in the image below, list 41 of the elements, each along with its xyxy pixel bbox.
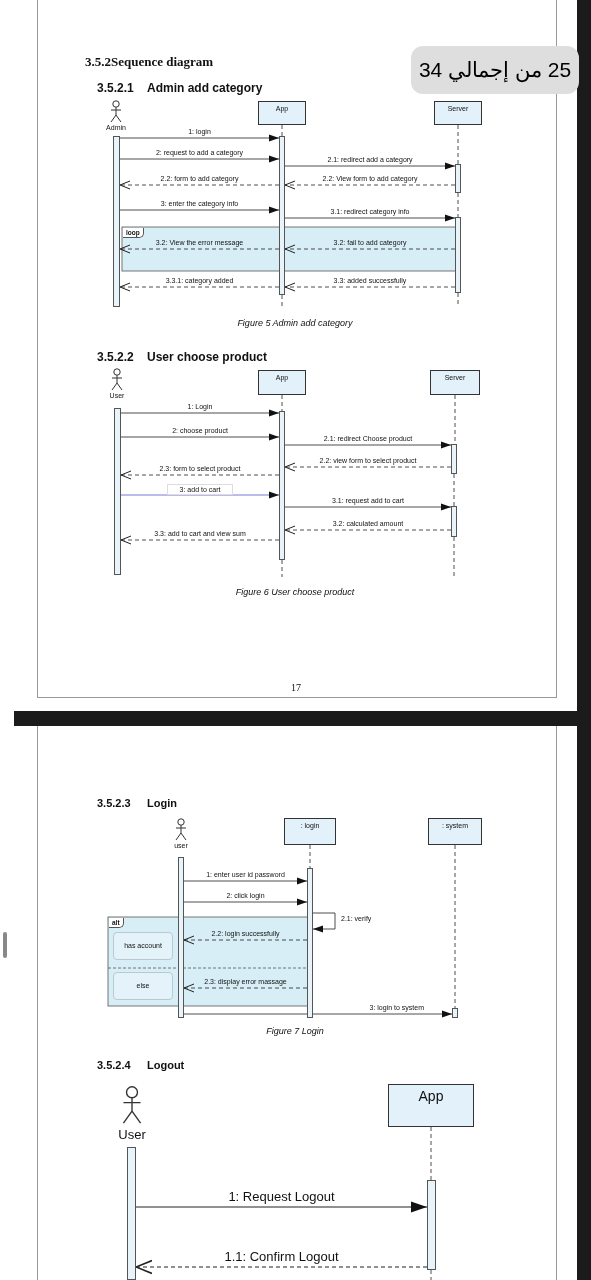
activation-bar xyxy=(178,857,184,1018)
lifeline xyxy=(309,844,311,869)
lifeline xyxy=(281,394,283,412)
lifeline xyxy=(281,124,283,137)
activation-bar xyxy=(114,408,121,575)
lifeline-box: App xyxy=(388,1084,474,1127)
figure-caption: Figure 5 Admin add category xyxy=(236,317,354,330)
page-counter-badge: 25 من إجمالي 34 xyxy=(411,46,579,94)
activation-bar xyxy=(127,1147,136,1280)
lifeline xyxy=(457,192,459,218)
figure-caption: Figure 6 User choose product xyxy=(234,586,356,599)
activation-bar xyxy=(113,136,120,307)
lifeline xyxy=(454,844,456,1009)
section-heading: Admin add category xyxy=(147,80,263,97)
section-heading: Logout xyxy=(147,1058,185,1073)
activation-bar xyxy=(451,506,457,537)
section-number: 3.5.2.3 xyxy=(97,796,131,811)
activation-bar xyxy=(455,217,461,293)
figure-caption: Figure 7 Login xyxy=(265,1025,325,1038)
section-number: 3.5.2.4 xyxy=(97,1058,131,1073)
page-number: 17 xyxy=(290,681,302,695)
message-arrow xyxy=(135,1259,428,1275)
section-number: 3.5.2.1 xyxy=(97,80,134,97)
activation-bar xyxy=(427,1180,436,1270)
section-number: 3.5.2.2 xyxy=(97,349,134,366)
message-arrow xyxy=(135,1201,428,1213)
activation-bar xyxy=(279,411,285,560)
activation-bar xyxy=(455,164,461,193)
activation-bar xyxy=(279,136,285,295)
lifeline xyxy=(453,473,455,507)
lifeline xyxy=(457,124,459,165)
section-heading: User choose product xyxy=(147,349,268,366)
activation-bar xyxy=(452,1008,458,1018)
section-heading: 3.5.2Sequence diagram xyxy=(85,53,214,71)
section-heading: Login xyxy=(147,796,177,811)
edge-label: 1: Request Logout xyxy=(228,1190,335,1203)
lifeline xyxy=(430,1126,432,1181)
activation-bar xyxy=(307,868,313,1018)
edge-label: 1.1: Confirm Logout xyxy=(224,1250,339,1263)
activation-bar xyxy=(451,444,457,474)
actor-label: User xyxy=(118,1128,146,1141)
